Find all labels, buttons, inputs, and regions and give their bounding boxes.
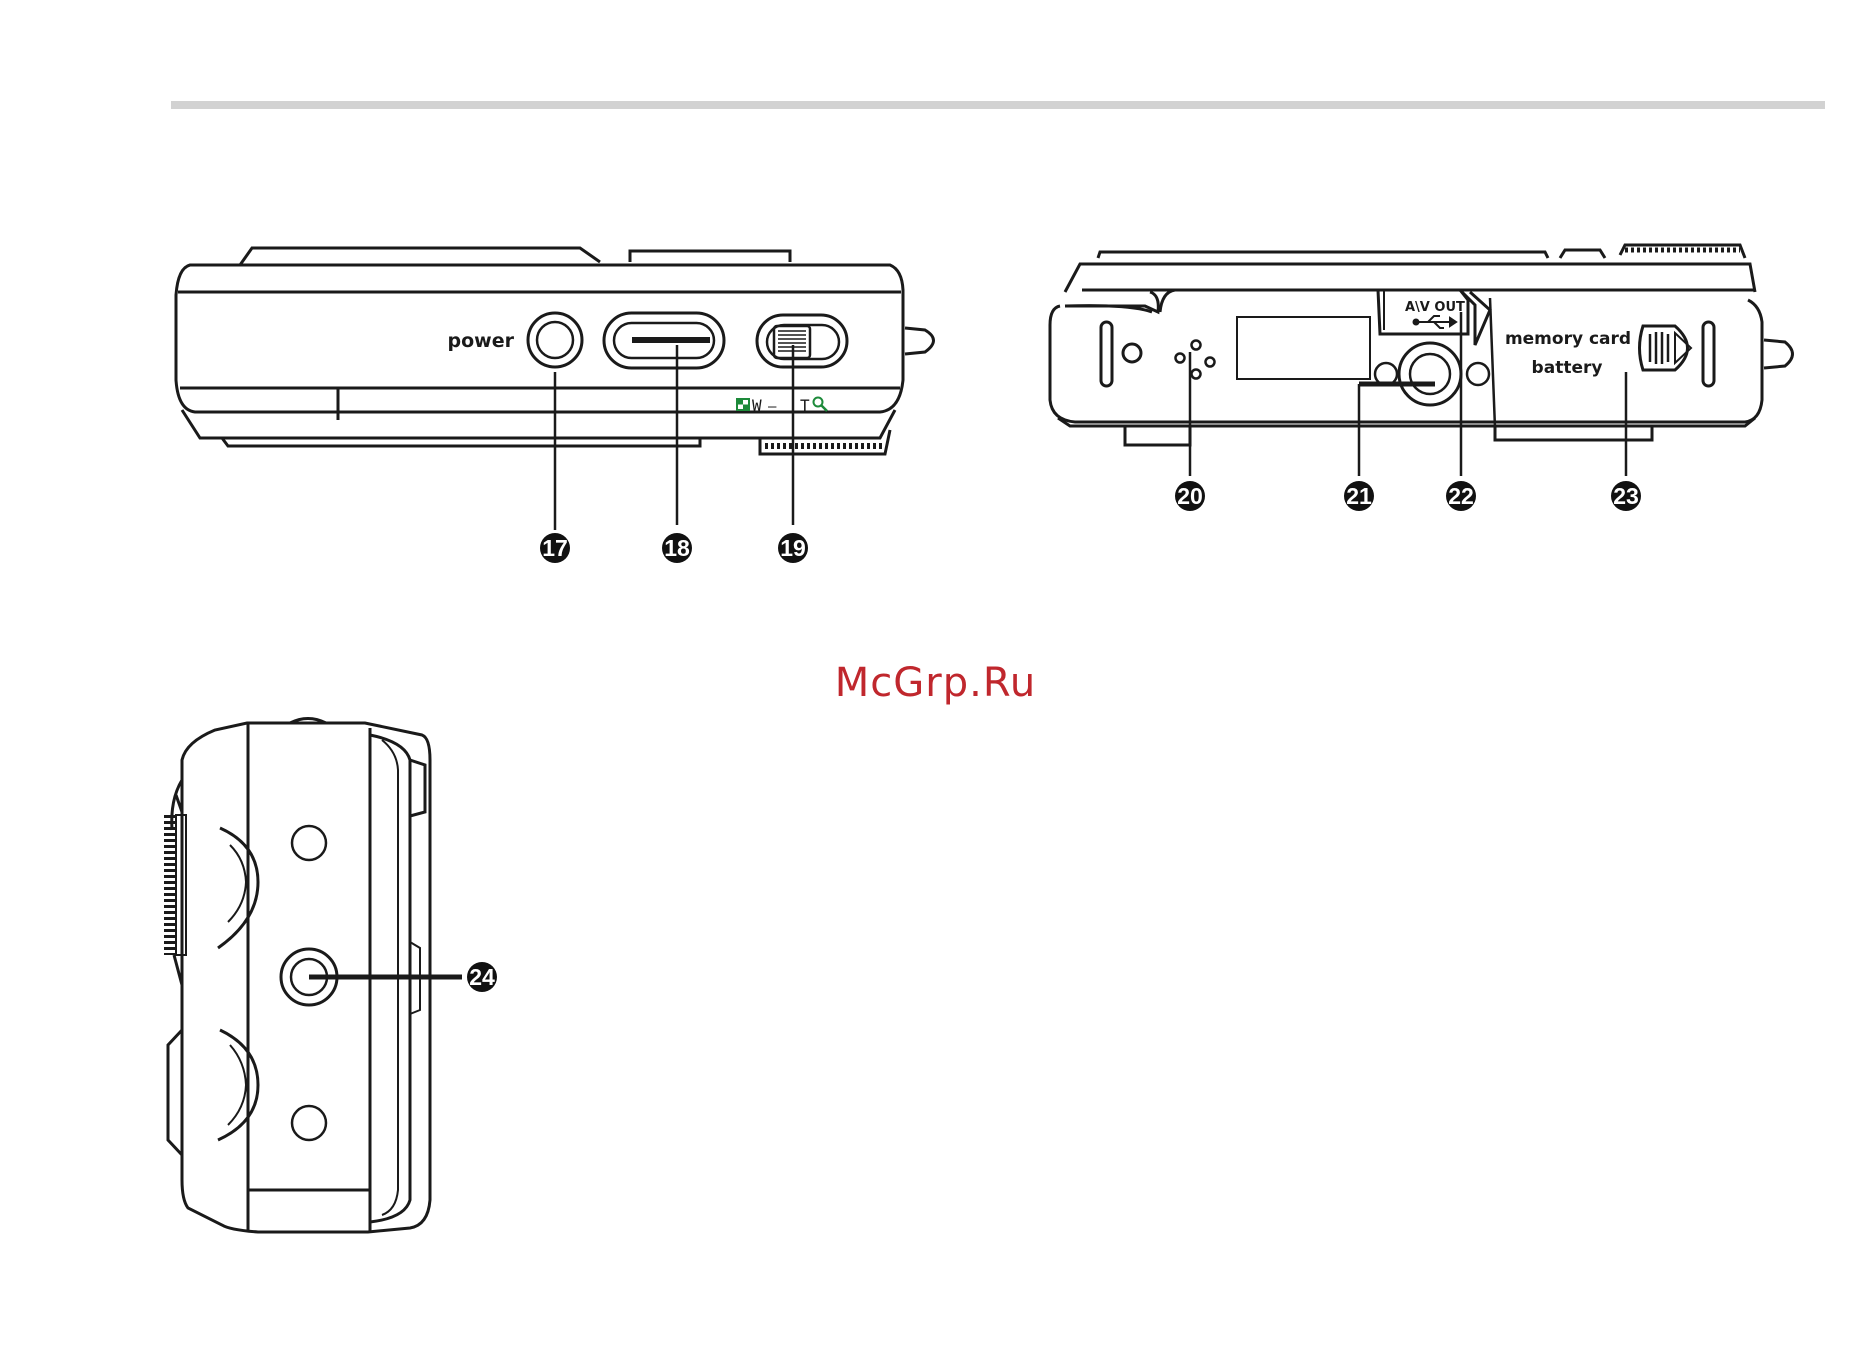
camera-bottom-view bbox=[1050, 245, 1793, 476]
callout-19: 19 bbox=[778, 533, 808, 563]
zoom-t-label: T bbox=[800, 396, 810, 415]
callout-24: 24 bbox=[467, 962, 497, 992]
av-out-label: A\V OUT bbox=[1405, 300, 1465, 315]
svg-text:17: 17 bbox=[542, 535, 568, 561]
camera-side-view bbox=[168, 719, 462, 1233]
callout-21: 21 bbox=[1344, 481, 1374, 511]
svg-text:21: 21 bbox=[1346, 483, 1372, 509]
magnifier-icon bbox=[814, 398, 828, 412]
svg-text:22: 22 bbox=[1448, 483, 1474, 509]
svg-text:20: 20 bbox=[1177, 483, 1203, 509]
svg-text:18: 18 bbox=[664, 535, 690, 561]
header-rule bbox=[171, 101, 1825, 109]
svg-text:24: 24 bbox=[469, 964, 495, 990]
svg-text:23: 23 bbox=[1613, 483, 1639, 509]
mosaic-icon bbox=[737, 399, 749, 410]
memory-card-label: memory card bbox=[1505, 329, 1631, 349]
zoom-dash: — bbox=[768, 399, 777, 415]
power-label: power bbox=[448, 330, 515, 352]
usb-icon bbox=[1414, 316, 1457, 328]
battery-label: battery bbox=[1532, 358, 1603, 378]
callout-22: 22 bbox=[1446, 481, 1476, 511]
watermark: McGrp.Ru bbox=[0, 660, 1871, 706]
callout-17: 17 bbox=[540, 533, 570, 563]
callout-20: 20 bbox=[1175, 481, 1205, 511]
svg-text:19: 19 bbox=[780, 535, 806, 561]
callout-18: 18 bbox=[662, 533, 692, 563]
callout-23: 23 bbox=[1611, 481, 1641, 511]
camera-top-view bbox=[176, 248, 934, 530]
zoom-w-label: W bbox=[752, 396, 762, 415]
